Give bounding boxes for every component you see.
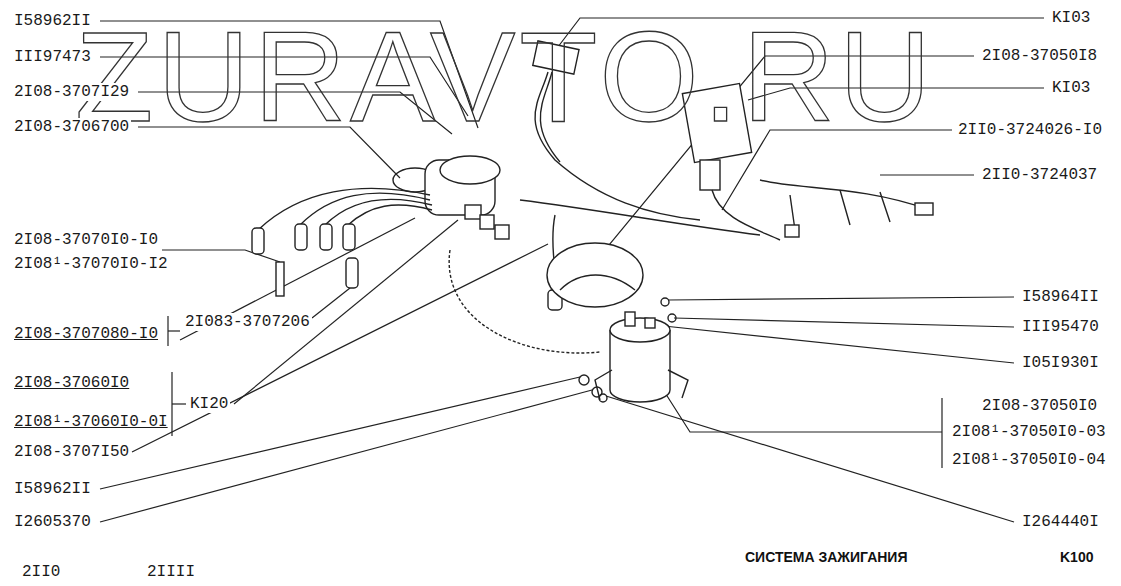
part-number: 2I08-37070I0-I0 [12, 231, 160, 249]
sheet-title: СИСТЕМА ЗАЖИГАНИЯ [745, 549, 907, 565]
leader-line [180, 218, 415, 340]
part-number: 2I08¹-37050I0-04 [950, 451, 1108, 469]
leader-line [722, 130, 952, 210]
leader-line [100, 390, 592, 522]
part-number: I264440I [1020, 513, 1101, 531]
leader-line [880, 174, 974, 175]
part-number: 2I08-37060I0 [12, 374, 131, 392]
part-number: I58962II [12, 480, 93, 498]
part-number: I2605370 [12, 513, 93, 531]
bracket [172, 403, 186, 404]
part-number: 2I08-3707080-I0 [12, 325, 160, 343]
part-number: 2IIII [145, 563, 197, 581]
part-number: 2I08¹-37060I0-0I [12, 413, 170, 431]
leader-line [674, 318, 1014, 327]
part-number: I58964II [1020, 288, 1101, 306]
leader-line [100, 377, 580, 489]
part-number: 2I08-37050I0 [980, 397, 1099, 415]
part-number: 2II0-3724037 [980, 166, 1099, 184]
part-number: 2I08¹-37070I0-I2 [12, 255, 170, 273]
part-number: KI20 [188, 395, 230, 413]
bracket [941, 398, 942, 468]
page-number: K100 [1060, 549, 1093, 565]
part-number: 2I08-3706700 [12, 118, 131, 136]
part-number: 2I08¹-37050I0-03 [950, 423, 1108, 441]
part-number: 2I08-3707I29 [12, 83, 131, 101]
leader-line [132, 244, 548, 452]
part-number: I58962II [12, 12, 93, 30]
bracket [168, 330, 180, 331]
leader-line [664, 326, 1014, 363]
part-number: 2I08-3707I50 [12, 443, 131, 461]
part-number: KI03 [1050, 79, 1092, 97]
part-number: I05I930I [1020, 354, 1101, 372]
watermark: ZURAVTO.RU [75, 12, 935, 142]
part-number: KI03 [1050, 9, 1092, 27]
part-number: 2I083-3707206 [183, 313, 312, 331]
part-number: III97473 [12, 48, 93, 66]
part-number: III95470 [1020, 318, 1101, 336]
part-number: 2II0 [20, 563, 62, 581]
leader-line [662, 388, 942, 432]
leader-line [668, 297, 1014, 300]
part-number: 2I08-37050I8 [980, 47, 1099, 65]
part-number: 2II0-3724026-I0 [956, 121, 1104, 139]
leader-line [234, 220, 458, 404]
